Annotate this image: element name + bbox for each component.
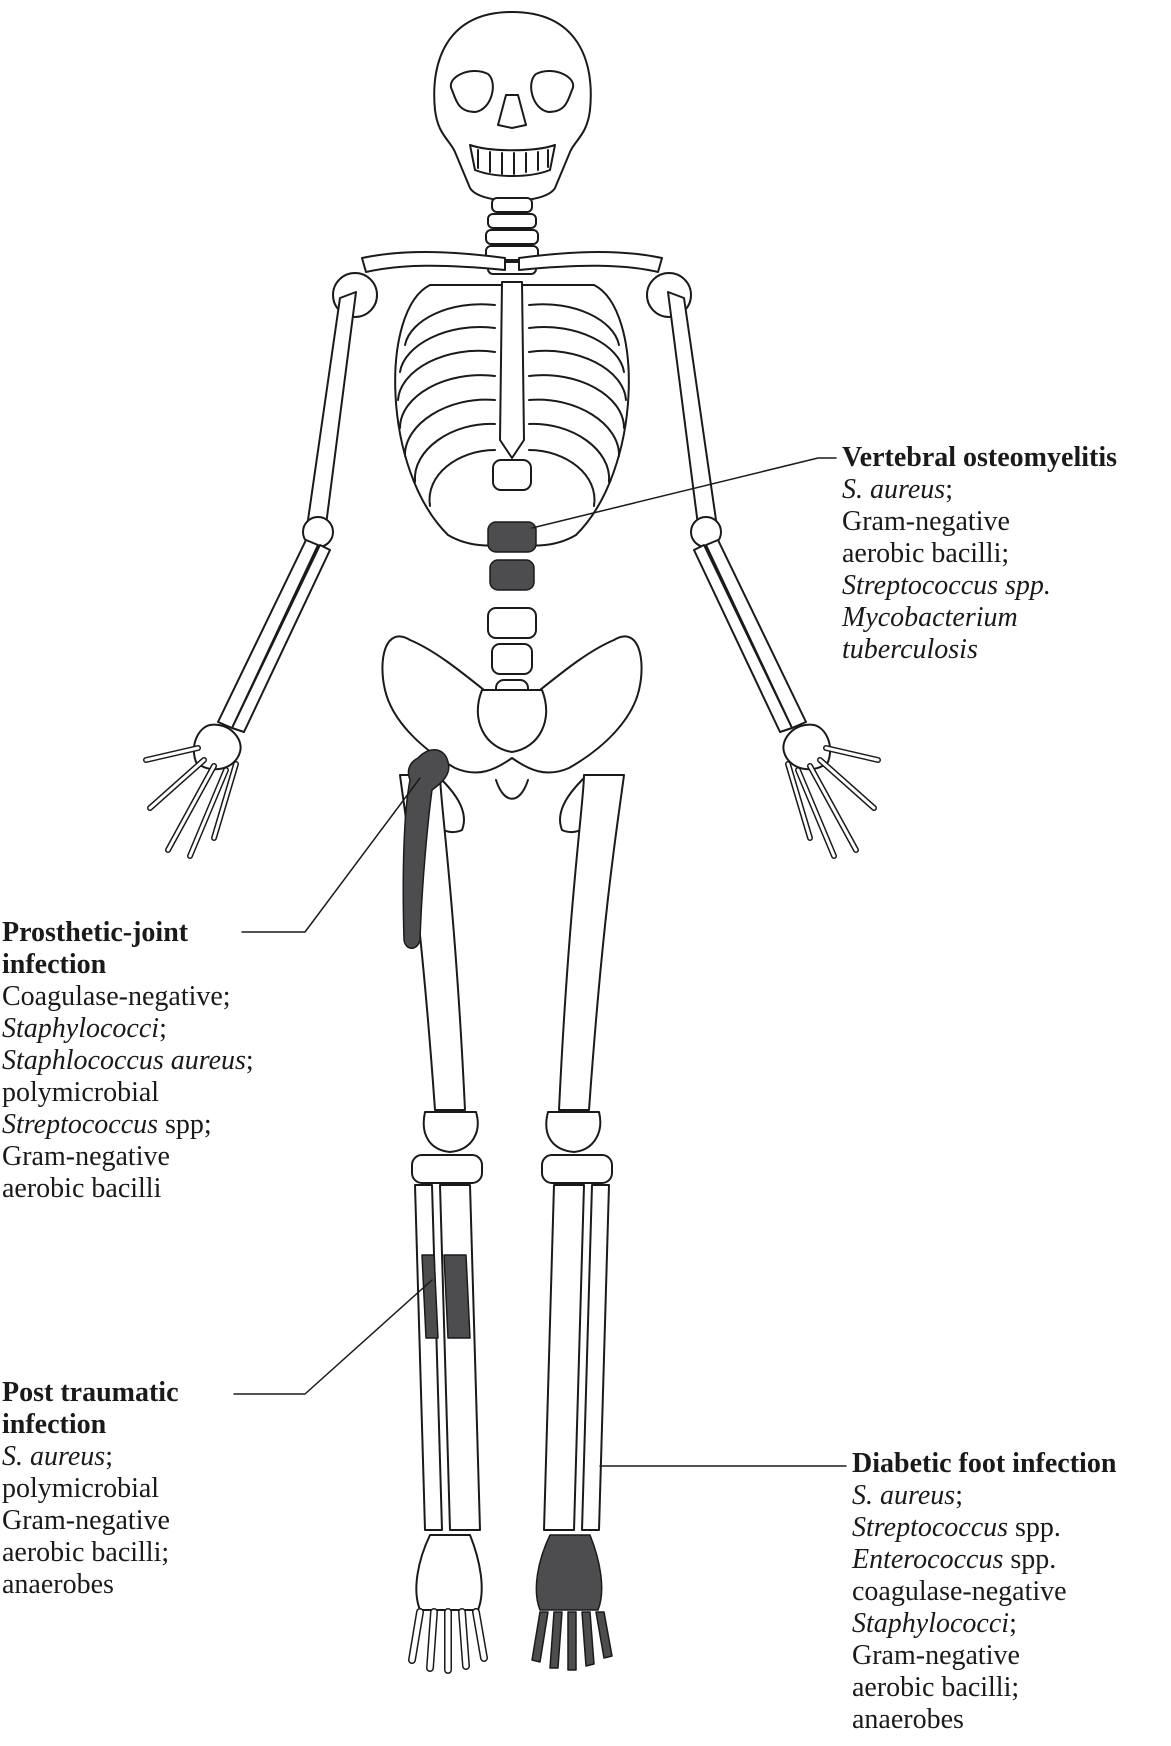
organism-line: Streptococcus spp.: [852, 1512, 1116, 1544]
prosthetic-joint-infection-label: Prosthetic-joint infection Coagulase-neg…: [2, 917, 254, 1205]
organism-line: aerobic bacilli: [2, 1173, 254, 1205]
diabetic-foot-infection-label: Diabetic foot infection S. aureus;Strept…: [852, 1448, 1116, 1736]
organism-name: S. aureus: [842, 474, 946, 505]
organism-text: ;: [955, 1480, 963, 1511]
prosthetic-hip-implant: [402, 749, 450, 949]
organism-line: Streptococcus spp.: [842, 570, 1117, 602]
left-leg: [541, 774, 625, 1531]
organism-line: Coagulase-negative;: [2, 981, 254, 1013]
label-title-line-2: infection: [2, 1409, 107, 1440]
organism-name: S. aureus: [2, 1441, 106, 1472]
organism-text: aerobic bacilli;: [852, 1672, 1020, 1703]
organism-list: Coagulase-negative;Staphylococci;Staphlo…: [2, 981, 254, 1205]
organism-line: S. aureus;: [852, 1480, 1116, 1512]
organism-line: anaerobes: [2, 1569, 179, 1601]
organism-line: Gram-negative: [2, 1505, 179, 1537]
organism-text: anaerobes: [2, 1569, 114, 1600]
organism-text: Gram-negative: [842, 506, 1010, 537]
rib-cage: [394, 281, 630, 547]
organism-name: Mycobacterium: [842, 602, 1018, 633]
organism-line: Staphylococci;: [2, 1013, 254, 1045]
organism-name: Streptococcus: [852, 1512, 1009, 1543]
organism-text: spp.: [1003, 1544, 1057, 1575]
organism-name: Streptococcus: [2, 1109, 159, 1140]
organism-line: Mycobacterium: [842, 602, 1117, 634]
organism-line: Staphylococci;: [852, 1608, 1116, 1640]
skull: [433, 11, 592, 202]
organism-text: ;: [159, 1013, 167, 1044]
organism-line: Gram-negative: [852, 1640, 1116, 1672]
organism-line: Staphlococcus aureus;: [2, 1045, 254, 1077]
right-hand: [143, 723, 242, 859]
organism-name: S. aureus: [852, 1480, 956, 1511]
organism-line: anaerobes: [852, 1704, 1116, 1736]
organism-text: ;: [245, 1045, 254, 1076]
infected-lumbar-vertebrae: [487, 521, 537, 553]
organism-line: Streptococcus spp;: [2, 1109, 254, 1141]
organism-text: aerobic bacilli;: [842, 538, 1010, 569]
organism-text: Gram-negative: [2, 1141, 170, 1172]
infected-lumbar-vertebra-2: [489, 559, 535, 591]
label-title: Vertebral osteomyelitis: [842, 442, 1117, 473]
organism-text: anaerobes: [852, 1704, 964, 1735]
post-traumatic-infection-label: Post traumatic infection S. aureus;polym…: [2, 1377, 179, 1601]
leader-prosthetic: [241, 777, 421, 933]
organism-line: aerobic bacilli;: [852, 1672, 1116, 1704]
organism-line: coagulase-negative: [852, 1576, 1116, 1608]
right-arm: [217, 291, 357, 733]
organism-text: Coagulase-negative;: [2, 981, 231, 1012]
organism-list: S. aureus;Streptococcus spp.Enterococcus…: [852, 1480, 1116, 1736]
organism-text: Gram-negative: [2, 1505, 170, 1536]
organism-line: tuberculosis: [842, 634, 1117, 666]
organism-line: Enterococcus spp.: [852, 1544, 1116, 1576]
organism-text: ;: [105, 1441, 113, 1472]
fracture-zone-right-tibia: [421, 1254, 471, 1339]
organism-text: aerobic bacilli: [2, 1173, 162, 1204]
label-title: Diabetic foot infection: [852, 1448, 1117, 1479]
infected-left-foot: [531, 1534, 613, 1671]
organism-text: polymicrobial: [2, 1077, 160, 1108]
left-hand: [782, 723, 881, 859]
left-arm: [667, 291, 807, 733]
organism-line: S. aureus;: [842, 474, 1117, 506]
organism-text: spp;: [158, 1109, 212, 1140]
organism-text: polymicrobial: [2, 1473, 160, 1504]
organism-line: polymicrobial: [2, 1473, 179, 1505]
organism-name: Staphylococci: [852, 1608, 1010, 1639]
organism-line: S. aureus;: [2, 1441, 179, 1473]
leader-vertebral: [531, 457, 837, 529]
organism-text: Gram-negative: [852, 1640, 1020, 1671]
organism-line: polymicrobial: [2, 1077, 254, 1109]
organism-text: ;: [945, 474, 953, 505]
label-title-line-1: Prosthetic-joint: [2, 917, 189, 948]
organism-name: tuberculosis: [842, 634, 978, 665]
organism-line: Gram-negative: [2, 1141, 254, 1173]
organism-text: ;: [1009, 1608, 1017, 1639]
organism-name: Staphylococci: [2, 1013, 160, 1044]
leader-posttraumatic: [233, 1279, 433, 1395]
vertebral-osteomyelitis-label: Vertebral osteomyelitis S. aureus;Gram-n…: [842, 442, 1117, 666]
organism-name: Staphlococcus aureus: [2, 1045, 246, 1076]
organism-text: aerobic bacilli;: [2, 1537, 170, 1568]
organism-line: Gram-negative: [842, 506, 1117, 538]
organism-text: coagulase-negative: [852, 1576, 1067, 1607]
organism-name: Streptococcus spp.: [842, 570, 1051, 601]
right-leg: [399, 774, 488, 1674]
lumbar-spine: [487, 459, 537, 711]
organism-name: Enterococcus: [852, 1544, 1004, 1575]
organism-line: aerobic bacilli;: [842, 538, 1117, 570]
organism-text: spp.: [1008, 1512, 1061, 1543]
organism-line: aerobic bacilli;: [2, 1537, 179, 1569]
label-title-line-2: infection: [2, 949, 107, 980]
label-title-line-1: Post traumatic: [2, 1377, 179, 1408]
